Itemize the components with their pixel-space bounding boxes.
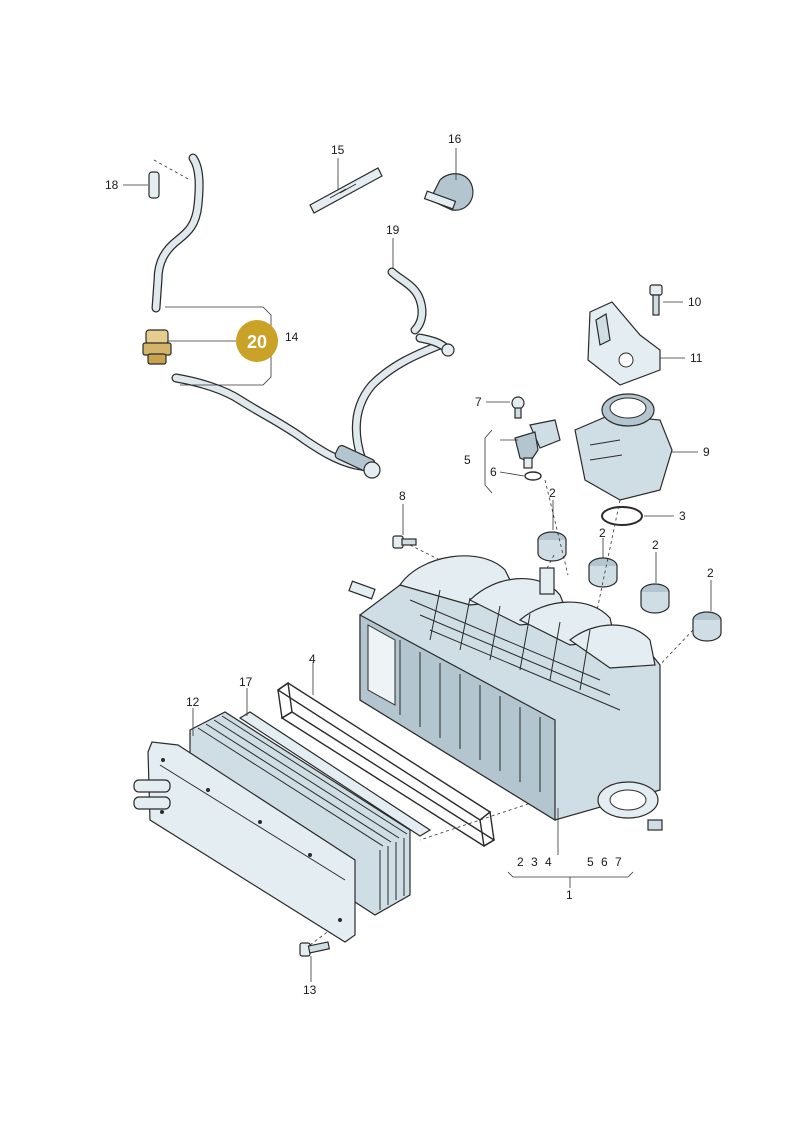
- label-10: 10: [688, 295, 702, 309]
- label-19: 19: [386, 223, 400, 237]
- label-4: 4: [309, 652, 316, 666]
- label-13: 13: [303, 983, 317, 997]
- sleeve-part-2-d: [692, 611, 722, 642]
- cable-tie-part-15: [309, 167, 383, 214]
- sub-label-5: 5: [587, 855, 594, 869]
- label-18: 18: [105, 178, 119, 192]
- screw-part-7: [511, 396, 525, 419]
- charge-air-cooler-part-12: [133, 711, 411, 943]
- vent-hose-long: [171, 340, 445, 479]
- label-2-a: 2: [549, 486, 556, 500]
- label-2-b: 2: [599, 526, 606, 540]
- label-9: 9: [703, 445, 710, 459]
- clamp-part-16: [423, 173, 474, 211]
- label-6: 6: [490, 465, 497, 479]
- sleeve-part-2-c: [640, 583, 670, 614]
- bolt-part-8: [392, 535, 417, 549]
- label-12: 12: [186, 695, 200, 709]
- sensor-part-5: [514, 419, 561, 469]
- leader-lines: [123, 148, 712, 982]
- bracket-part-11: [587, 301, 661, 386]
- vent-hose-part-19: [387, 267, 455, 357]
- sub-label-6: 6: [601, 855, 608, 869]
- label-15: 15: [331, 143, 345, 157]
- gasket-part-4: [276, 681, 496, 848]
- pressure-valve-part-20: [142, 329, 172, 365]
- sleeve-part-2-b: [588, 557, 618, 588]
- callout-labels: 18 15 16 19 14 10 11 7 5 6 9 3 8 2 2 2 2…: [105, 132, 714, 997]
- sub-label-2: 2: [517, 855, 524, 869]
- label-2-d: 2: [707, 566, 714, 580]
- highlight-label: 20: [247, 332, 267, 352]
- highlight-callout-20[interactable]: 20: [236, 320, 278, 362]
- bolt-part-13: [299, 941, 331, 957]
- label-5: 5: [464, 453, 471, 467]
- o-ring-part-6: [524, 471, 542, 481]
- sub-label-7: 7: [615, 855, 622, 869]
- bolt-part-10: [649, 284, 663, 316]
- label-7: 7: [475, 395, 482, 409]
- sub-label-3: 3: [531, 855, 538, 869]
- o-ring-part-3: [601, 506, 643, 526]
- label-2-c: 2: [652, 538, 659, 552]
- sleeve-part-2-a: [537, 531, 567, 562]
- label-14: 14: [285, 330, 299, 344]
- label-1: 1: [566, 888, 573, 902]
- intake-manifold-part-1: [348, 555, 663, 831]
- sub-label-4: 4: [545, 855, 552, 869]
- label-17: 17: [239, 675, 253, 689]
- vent-hose-upper: [151, 153, 204, 313]
- throttle-body-part-9: [574, 393, 673, 501]
- label-11: 11: [690, 351, 703, 365]
- label-16: 16: [448, 132, 462, 146]
- label-8: 8: [399, 489, 406, 503]
- group-bracket-5: [484, 429, 493, 494]
- label-3: 3: [679, 509, 686, 523]
- connector-part-18: [148, 159, 191, 199]
